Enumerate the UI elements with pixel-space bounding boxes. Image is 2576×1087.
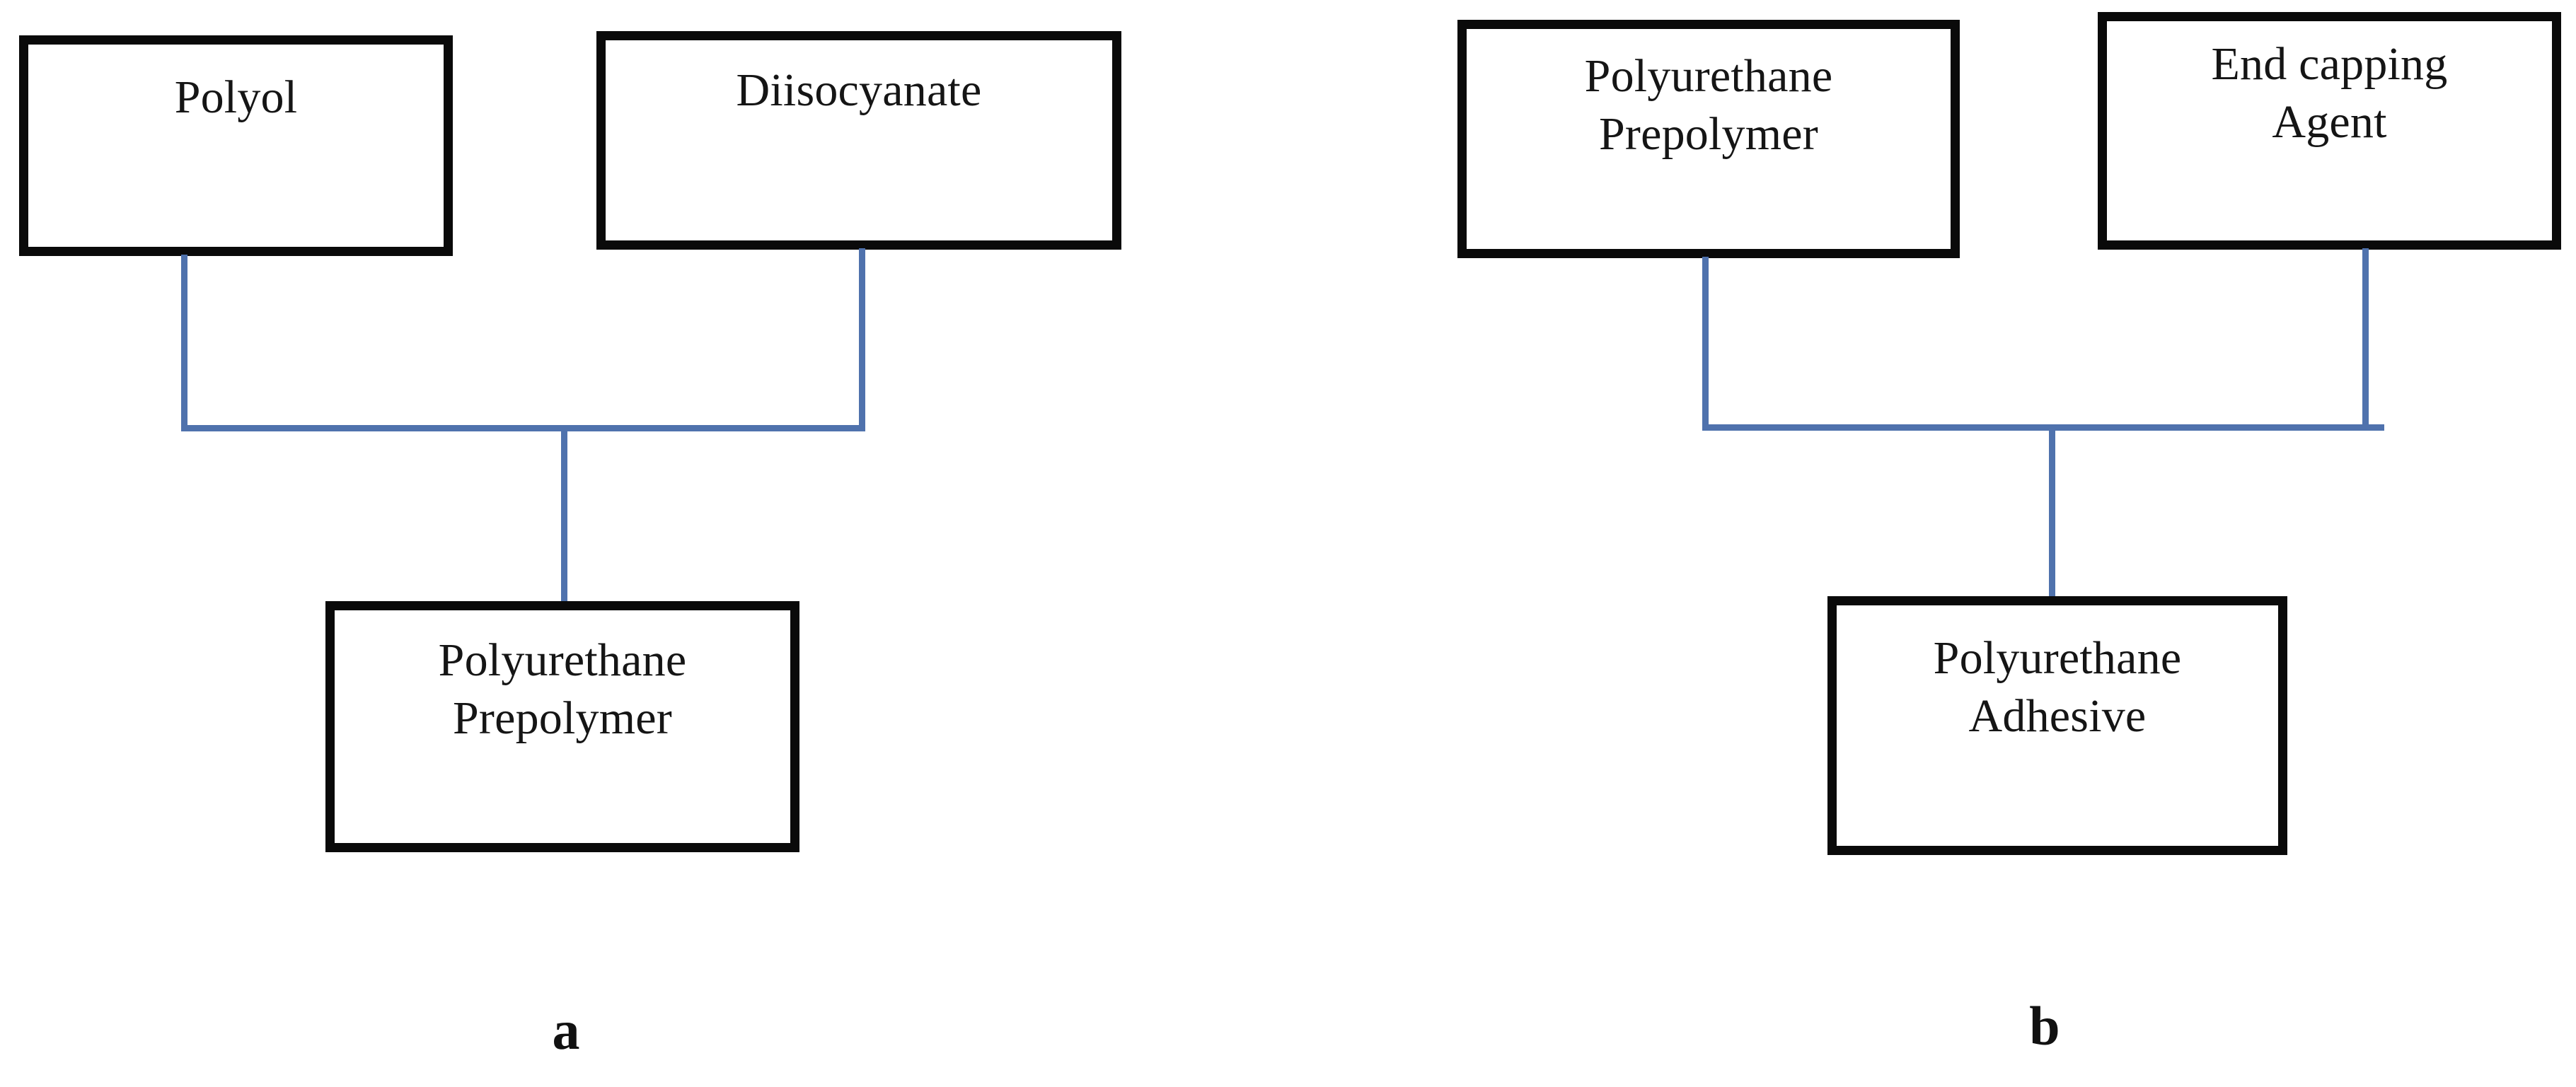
node-label-diisocyanate: Diisocyanate [736, 64, 982, 116]
node-label-polyurethane-adhesive: Polyurethane Adhesive [1933, 632, 2182, 742]
node-box-diisocyanate: Diisocyanate [596, 31, 1121, 250]
panel-caption-b: b [2029, 995, 2060, 1057]
connector-diisocyanate-vertical [859, 248, 865, 431]
node-box-end-capping-agent: End capping Agent [2098, 12, 2561, 250]
node-box-polyurethane-adhesive: Polyurethane Adhesive [1827, 596, 2287, 855]
connector-join-bar-a [181, 425, 865, 431]
connector-end-capping-agent-vertical [2362, 248, 2369, 430]
node-label-polyol: Polyol [174, 71, 298, 123]
panel-caption-a: a [552, 999, 580, 1061]
node-box-polyol: Polyol [19, 35, 453, 256]
node-label-end-capping-agent: End capping Agent [2211, 38, 2448, 148]
node-label-polyurethane-prepolymer-b: Polyurethane Prepolymer [1584, 50, 1833, 160]
node-label-polyurethane-prepolymer: Polyurethane Prepolymer [438, 634, 687, 744]
connector-join-bar-b [1702, 424, 2384, 431]
connector-to-adhesive-vertical [2049, 424, 2055, 600]
connector-prepolymer-b-vertical [1702, 257, 1709, 430]
node-box-polyurethane-prepolymer-b: Polyurethane Prepolymer [1457, 20, 1960, 258]
connector-to-prepolymer-vertical [561, 425, 567, 603]
connector-polyol-vertical [181, 255, 187, 431]
node-box-polyurethane-prepolymer: Polyurethane Prepolymer [325, 601, 799, 852]
